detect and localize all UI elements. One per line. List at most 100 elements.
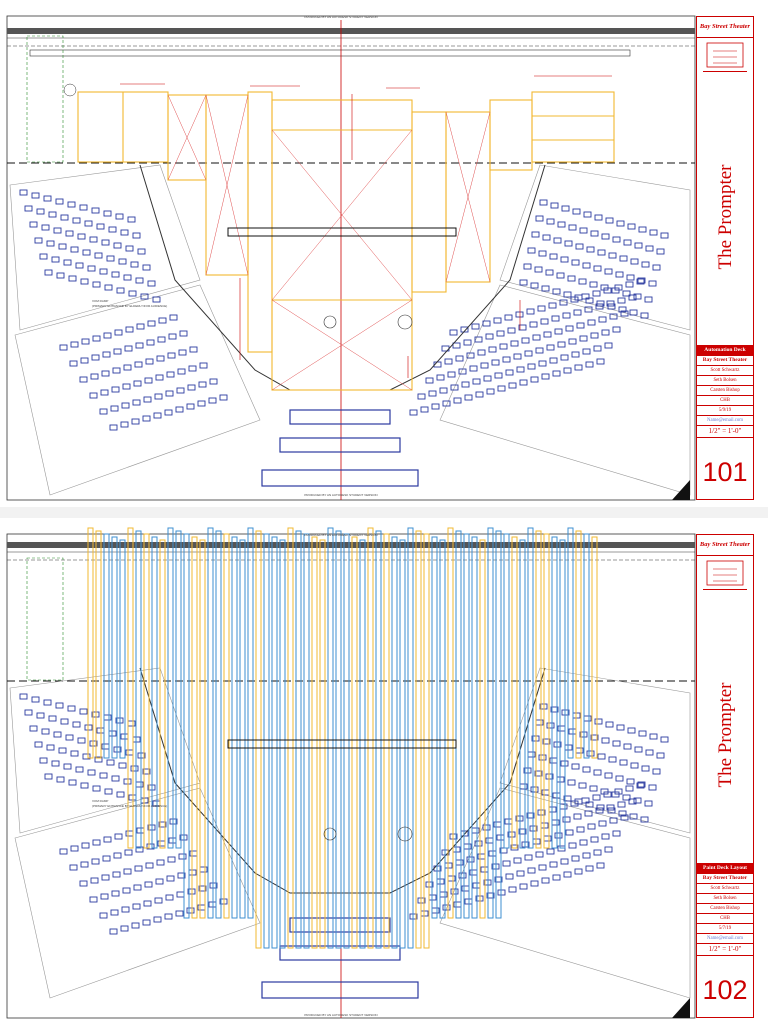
seat [102,855,111,862]
seat [124,849,133,856]
seat [444,358,453,365]
deck-plank [151,536,158,849]
seat [420,406,429,413]
seat [70,750,79,757]
seat [494,876,503,883]
seat [176,891,185,898]
seat [546,848,555,855]
seat [34,741,43,748]
seat [186,907,195,914]
seat [600,284,609,291]
deck-plank [535,530,542,849]
deck-plank [543,533,550,849]
seat [618,810,627,817]
seat [112,871,121,878]
seat [573,309,582,316]
seat [510,844,519,851]
seat [39,253,48,260]
seat [104,284,113,291]
deck-plank [199,539,206,919]
seat [134,361,143,368]
seat [494,372,503,379]
deck-plank [119,539,126,759]
seat [130,765,139,772]
seat [111,271,120,278]
seat [485,837,494,844]
seat [197,904,206,911]
seat [120,421,129,428]
seat [579,335,588,342]
seat [552,874,561,881]
seat [622,290,631,297]
deck-plank [287,527,294,949]
seat [63,763,72,770]
seat [630,762,639,769]
seat [80,278,89,285]
deck-plank [471,536,478,919]
deck-plank [143,533,150,849]
seat [568,224,577,231]
seat [532,334,541,341]
seat [101,370,110,377]
seat [557,221,566,228]
seat [41,224,50,231]
seat [75,262,84,269]
seat [158,317,167,324]
seat [122,887,131,894]
seat [461,381,470,388]
seat [111,890,120,897]
seat [463,843,472,850]
seat [582,262,591,269]
seat [94,756,103,763]
email: Name@email.com [697,933,753,943]
seat [110,405,119,412]
seat [101,743,110,750]
deck-plank [391,536,398,949]
seat [100,389,109,396]
seat [633,797,642,804]
deck-plank [327,527,334,949]
seat [453,901,462,908]
deck-plank [423,533,430,949]
seat [552,288,561,295]
seat [466,856,475,863]
seat [625,785,634,792]
seat [541,373,550,380]
seat [626,274,635,281]
theater-logo-icon [703,560,747,590]
seat [31,696,40,703]
seat [645,749,654,756]
seat [606,300,615,307]
seat [617,297,626,304]
seat [543,835,552,842]
seat [645,245,654,252]
seat [649,229,658,236]
title-block: Bay Street Theater The Prompter Paint De… [696,534,754,1018]
seat [455,355,464,362]
seat [617,801,626,808]
seat [605,721,614,728]
seat [585,801,594,808]
seat [570,800,579,807]
deck-plank [159,539,166,849]
seat [586,750,595,757]
seat [142,768,151,775]
seat [530,880,539,887]
seat [541,877,550,884]
seat [616,220,625,227]
seat [81,338,90,345]
seat [471,323,480,330]
seat [504,314,513,321]
seat [604,846,613,853]
seat [51,760,60,767]
seat [594,214,603,221]
seat [603,791,612,798]
automation-deck-plan: PRODUCED BY AN AUTODESK STUDENT VERSION … [6,15,696,501]
deck-plank [575,530,582,759]
deck-plank [455,530,462,919]
seat [592,794,601,801]
seat [436,374,445,381]
seat [628,294,637,301]
seat [164,913,173,920]
seat [482,824,491,831]
